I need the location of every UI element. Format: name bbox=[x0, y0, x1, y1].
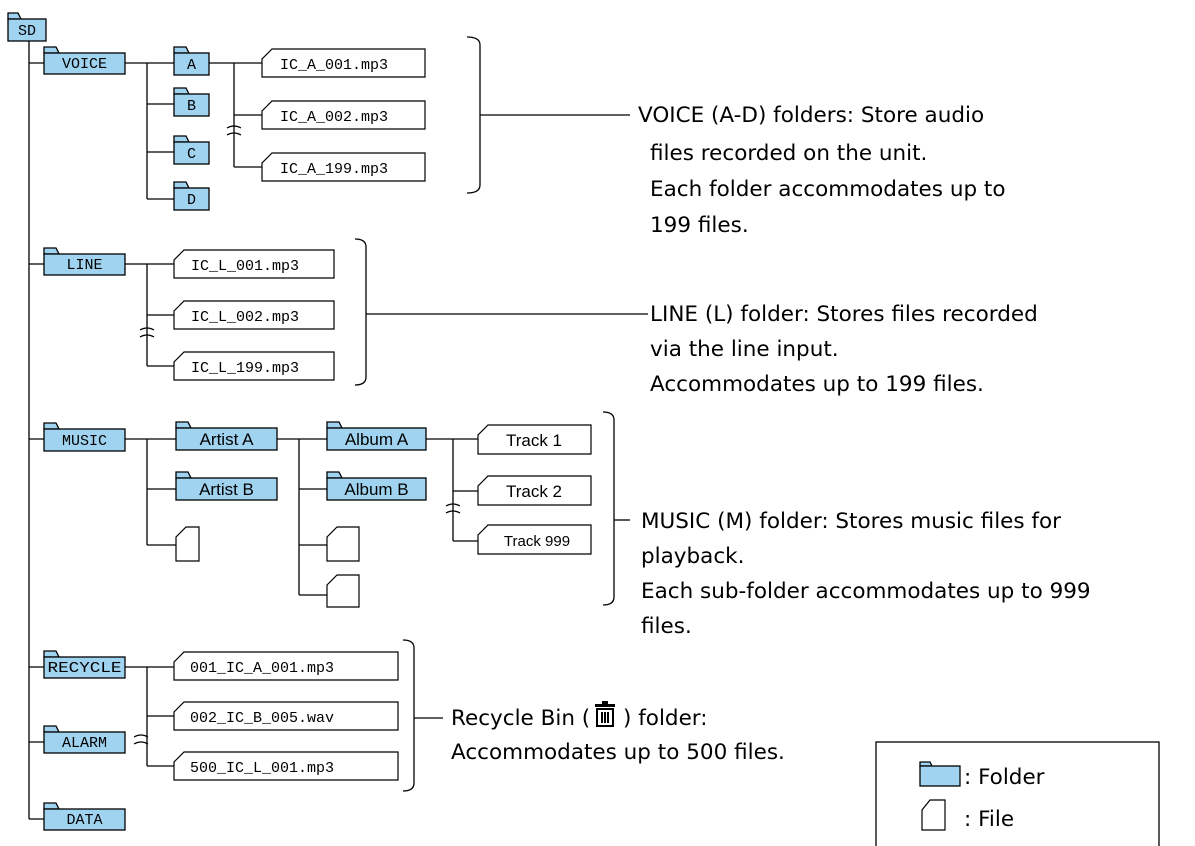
file-500-ic-l-001-label: 500_IC_L_001.mp3 bbox=[190, 760, 334, 777]
file-ic-a-002-label: IC_A_002.mp3 bbox=[280, 109, 388, 126]
recycle-desc-line-1-prefix: Recycle Bin ( bbox=[451, 706, 590, 731]
file-blank-album-1 bbox=[326, 526, 360, 562]
voice-desc-line-2: files recorded on the unit. bbox=[650, 141, 927, 166]
file-001-ic-a-001-label: 001_IC_A_001.mp3 bbox=[190, 660, 334, 677]
file-500-ic-l-001: 500_IC_L_001.mp3 bbox=[173, 751, 399, 781]
legend: : Folder : File bbox=[875, 741, 1160, 846]
file-ic-l-002: IC_L_002.mp3 bbox=[173, 300, 335, 330]
folder-voice-c: C bbox=[173, 135, 210, 165]
file-track-2: Track 2 bbox=[477, 475, 592, 506]
file-ic-a-002: IC_A_002.mp3 bbox=[261, 100, 426, 130]
folder-album-a-label: Album A bbox=[345, 430, 409, 449]
folder-sd-label: SD bbox=[18, 23, 36, 40]
file-ic-l-199-label: IC_L_199.mp3 bbox=[191, 360, 299, 377]
folder-b-label: B bbox=[187, 98, 196, 115]
voice-desc-line-1: VOICE (A-D) folders: Store audio bbox=[638, 103, 984, 128]
file-ic-a-199-label: IC_A_199.mp3 bbox=[280, 161, 388, 178]
folder-data: DATA bbox=[43, 802, 126, 831]
folder-sd: SD bbox=[7, 12, 47, 42]
folder-voice-a: A bbox=[173, 46, 210, 76]
file-track-999: Track 999 bbox=[477, 524, 592, 555]
file-002-ic-b-005: 002_IC_B_005.wav bbox=[173, 701, 399, 731]
tree-connector-lines bbox=[28, 36, 648, 820]
file-blank-album-2 bbox=[326, 574, 360, 608]
file-ic-l-001: IC_L_001.mp3 bbox=[173, 249, 335, 279]
folder-music: MUSIC bbox=[43, 422, 126, 452]
folder-line: LINE bbox=[43, 247, 126, 276]
voice-description: VOICE (A-D) folders: Store audio files r… bbox=[638, 103, 1006, 238]
folder-album-b: Album B bbox=[326, 471, 427, 501]
folder-artist-b: Artist B bbox=[175, 471, 278, 501]
recycle-desc-line-2: Accommodates up to 500 files. bbox=[451, 740, 785, 765]
legend-file-icon bbox=[921, 799, 946, 831]
line-desc-line-3: Accommodates up to 199 files. bbox=[650, 372, 984, 397]
voice-desc-line-3: Each folder accommodates up to bbox=[650, 177, 1006, 202]
file-ic-l-199: IC_L_199.mp3 bbox=[173, 351, 335, 381]
music-desc-line-3: Each sub-folder accommodates up to 999 bbox=[641, 579, 1091, 604]
folder-voice-b: B bbox=[173, 87, 210, 117]
folder-music-label: MUSIC bbox=[62, 433, 107, 450]
line-desc-line-2: via the line input. bbox=[650, 337, 839, 362]
folder-data-label: DATA bbox=[66, 812, 102, 829]
file-track-2-label: Track 2 bbox=[506, 482, 562, 501]
recycle-description: Recycle Bin ( ) folder: Accommodates up … bbox=[451, 701, 785, 765]
legend-folder-label: : Folder bbox=[964, 765, 1045, 790]
file-blank-artist bbox=[175, 526, 200, 562]
folder-artist-a: Artist A bbox=[175, 421, 278, 451]
file-001-ic-a-001: 001_IC_A_001.mp3 bbox=[173, 651, 399, 681]
file-track-1-label: Track 1 bbox=[506, 431, 562, 450]
folder-artist-a-label: Artist A bbox=[200, 430, 255, 449]
recycle-desc-line-1-suffix: ) folder: bbox=[623, 706, 708, 731]
folder-line-label: LINE bbox=[66, 257, 102, 274]
file-track-1: Track 1 bbox=[477, 424, 592, 455]
file-track-999-label: Track 999 bbox=[504, 533, 570, 550]
folder-voice-d: D bbox=[173, 181, 210, 211]
trash-icon bbox=[595, 701, 615, 727]
file-ic-l-002-label: IC_L_002.mp3 bbox=[191, 309, 299, 326]
folder-recycle: RECYCLE bbox=[43, 650, 126, 679]
omission-marks bbox=[133, 125, 461, 745]
folder-voice: VOICE bbox=[43, 46, 126, 75]
file-002-ic-b-005-label: 002_IC_B_005.wav bbox=[190, 710, 334, 727]
folder-recycle-label: RECYCLE bbox=[48, 660, 122, 677]
folder-album-a: Album A bbox=[326, 421, 427, 451]
file-ic-a-199: IC_A_199.mp3 bbox=[261, 152, 426, 182]
legend-folder-icon bbox=[919, 761, 961, 787]
folder-a-label: A bbox=[187, 57, 196, 74]
folder-album-b-label: Album B bbox=[344, 480, 408, 499]
file-ic-l-001-label: IC_L_001.mp3 bbox=[191, 258, 299, 275]
music-desc-line-1: MUSIC (M) folder: Stores music files for bbox=[641, 509, 1061, 534]
voice-desc-line-4: 199 files. bbox=[650, 213, 749, 238]
legend-box bbox=[875, 741, 1160, 846]
music-description: MUSIC (M) folder: Stores music files for… bbox=[641, 509, 1091, 639]
folder-c-label: C bbox=[187, 146, 196, 163]
line-desc-line-1: LINE (L) folder: Stores files recorded bbox=[650, 302, 1038, 327]
music-desc-line-4: files. bbox=[641, 614, 692, 639]
music-desc-line-2: playback. bbox=[641, 544, 744, 569]
line-description: LINE (L) folder: Stores files recorded v… bbox=[650, 302, 1038, 397]
legend-file-label: : File bbox=[964, 807, 1014, 832]
folder-alarm: ALARM bbox=[43, 725, 126, 754]
file-ic-a-001-label: IC_A_001.mp3 bbox=[280, 57, 388, 74]
folder-artist-b-label: Artist B bbox=[199, 480, 254, 499]
folder-alarm-label: ALARM bbox=[62, 735, 107, 752]
file-ic-a-001: IC_A_001.mp3 bbox=[261, 48, 426, 78]
folder-d-label: D bbox=[187, 192, 196, 209]
folder-voice-label: VOICE bbox=[62, 56, 107, 73]
